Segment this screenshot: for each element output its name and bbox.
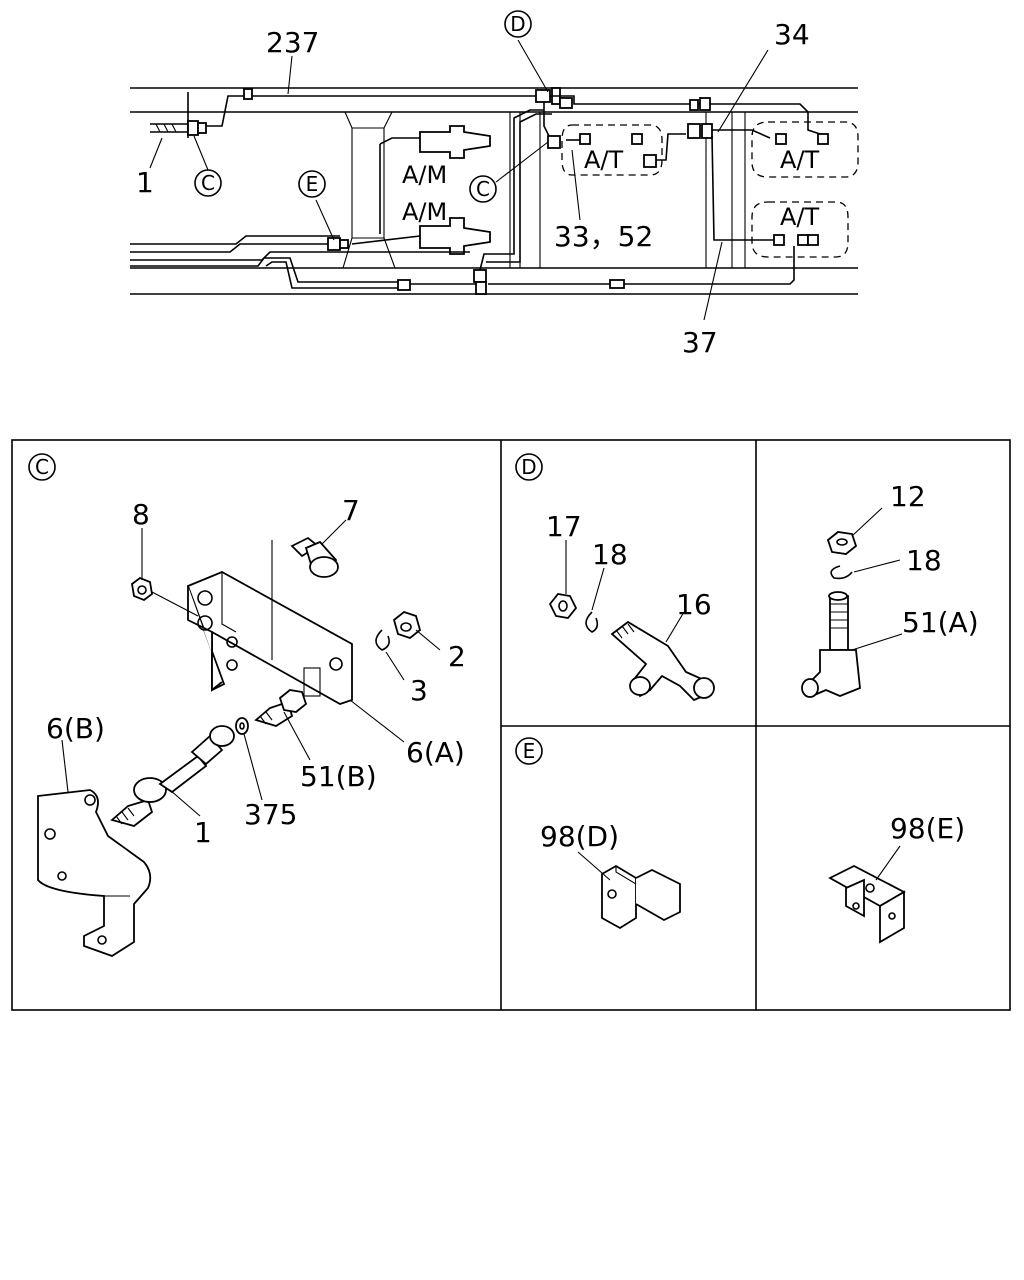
am-unit-upper xyxy=(379,125,491,159)
label-51b: 51(B) xyxy=(300,760,377,793)
callout-33-52: 33，52 xyxy=(554,220,653,253)
detail-panel-grid xyxy=(11,439,1011,1011)
label-375: 375 xyxy=(244,798,297,831)
callout-34: 34 xyxy=(774,18,810,51)
bracket-98e xyxy=(828,864,906,944)
svg-text:D: D xyxy=(521,455,536,479)
nut-12 xyxy=(826,531,858,555)
union-51a xyxy=(801,591,861,698)
label-16: 16 xyxy=(676,588,712,621)
callout-37: 37 xyxy=(682,326,718,359)
label-18-d2: 18 xyxy=(906,544,942,577)
panel-e: E 98(D) xyxy=(515,737,681,930)
label-8: 8 xyxy=(132,498,150,531)
am-unit-lower xyxy=(351,217,491,255)
svg-text:D: D xyxy=(510,12,525,36)
nut-8 xyxy=(131,576,199,617)
marker-c-left: C xyxy=(194,169,222,197)
zone-label-am-lower: A/M xyxy=(402,198,447,226)
washer-375 xyxy=(235,717,249,735)
label-17: 17 xyxy=(546,510,582,543)
panel-c-marker: C xyxy=(28,453,56,481)
lockwasher-18-d xyxy=(585,611,599,633)
label-6b: 6(B) xyxy=(46,712,105,745)
zone-label-at-mid: A/T xyxy=(584,146,624,174)
label-12: 12 xyxy=(890,480,926,513)
bracket-98d xyxy=(601,864,681,930)
panel-d: D 17 18 16 xyxy=(515,453,715,702)
nut-17 xyxy=(548,593,578,619)
svg-text:E: E xyxy=(306,172,319,196)
svg-text:C: C xyxy=(35,455,49,479)
lockwasher-3 xyxy=(375,629,390,651)
bracket-6b xyxy=(37,789,152,957)
label-2: 2 xyxy=(448,640,466,673)
callout-1: 1 xyxy=(136,166,154,199)
label-98e: 98(E) xyxy=(890,812,965,845)
chassis-overview: A/M A/M A/T A/T A/T 237 34 1 33，52 37 C … xyxy=(130,10,859,359)
label-6a: 6(A) xyxy=(406,736,465,769)
nut-2 xyxy=(392,610,422,640)
marker-d-top: D xyxy=(504,10,532,38)
zone-label-at-right-upper: A/T xyxy=(780,146,820,174)
panel-d2: 12 18 51(A) xyxy=(801,480,979,698)
marker-c-mid: C xyxy=(469,175,497,203)
callout-237: 237 xyxy=(266,26,319,59)
bracket-6a xyxy=(186,540,353,705)
zone-label-am-upper: A/M xyxy=(402,161,447,189)
svg-text:C: C xyxy=(476,177,490,201)
panel-e-marker: E xyxy=(515,737,543,765)
fitting-1 xyxy=(110,725,235,827)
label-18-d: 18 xyxy=(592,538,628,571)
lockwasher-18-d2 xyxy=(830,565,853,580)
label-51a: 51(A) xyxy=(902,606,979,639)
bolt-7 xyxy=(290,536,339,578)
label-1: 1 xyxy=(194,816,212,849)
tee-16 xyxy=(610,620,715,702)
zone-label-at-right-lower: A/T xyxy=(780,203,820,231)
label-7: 7 xyxy=(342,494,360,527)
panel-c: C xyxy=(28,453,466,957)
svg-text:C: C xyxy=(201,171,215,195)
panel-e2: 98(E) xyxy=(828,812,965,944)
label-3: 3 xyxy=(410,674,428,707)
svg-text:E: E xyxy=(523,739,536,763)
label-98d: 98(D) xyxy=(540,820,619,853)
marker-e-left: E xyxy=(298,170,326,198)
panel-d-marker: D xyxy=(515,453,543,481)
union-51b xyxy=(254,689,308,727)
